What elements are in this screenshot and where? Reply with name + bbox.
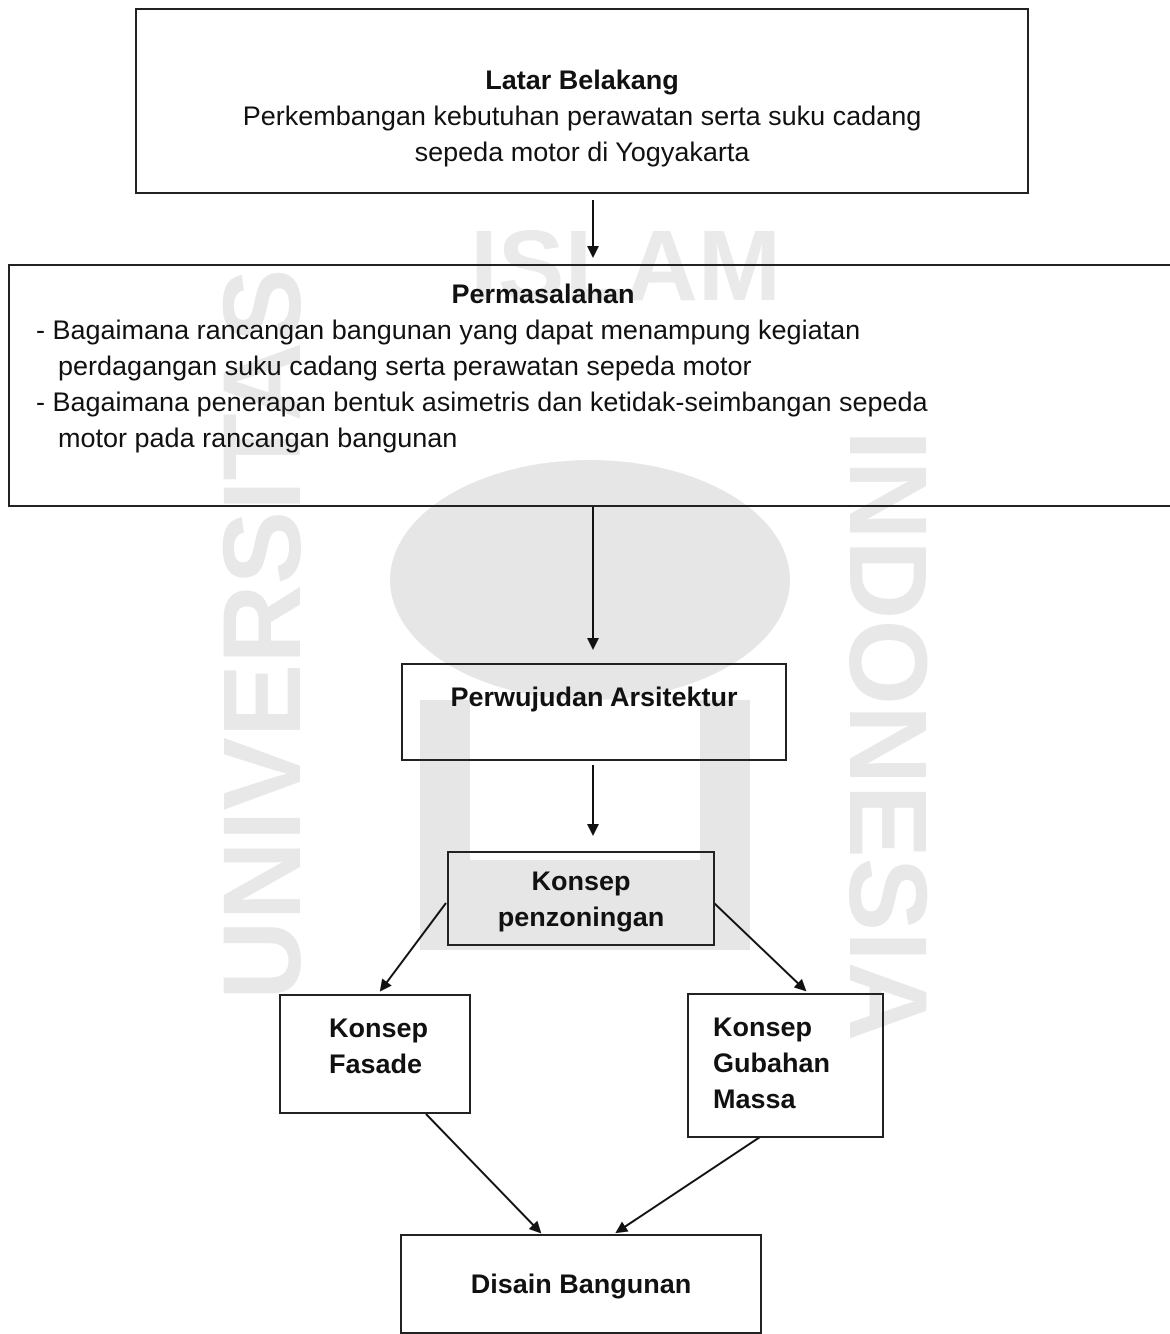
konsep-penzoningan-line2: penzoningan: [497, 902, 665, 932]
konsep-gubahan-line1: Konsep: [713, 1012, 813, 1042]
konsep-gubahan-line3: Massa: [713, 1084, 796, 1114]
konsep-gubahan-massa-box: Konsep Gubahan Massa: [687, 993, 884, 1138]
latar-belakang-text-line1: Perkembangan kebutuhan perawatan serta s…: [242, 101, 922, 131]
permasalahan-box: Permasalahan - Bagaimana rancangan bangu…: [8, 264, 1170, 507]
disain-bangunan-box: Disain Bangunan: [400, 1234, 762, 1334]
perwujudan-arsitektur-title: Perwujudan Arsitektur: [450, 682, 738, 712]
permasalahan-title: Permasalahan: [451, 279, 635, 309]
permasalahan-bullet1-line1: - Bagaimana rancangan bangunan yang dapa…: [36, 315, 861, 345]
arrow-zoning-to-gubahan: [713, 902, 807, 992]
perwujudan-arsitektur-box: Perwujudan Arsitektur: [401, 663, 787, 761]
konsep-fasade-box: Konsep Fasade: [279, 994, 471, 1114]
arrow-gubahan-to-disain: [615, 1136, 761, 1234]
latar-belakang-title: Latar Belakang: [485, 65, 679, 95]
permasalahan-bullet2-line1: - Bagaimana penerapan bentuk asimetris d…: [36, 387, 928, 417]
disain-bangunan-title: Disain Bangunan: [470, 1269, 692, 1299]
latar-belakang-box: Latar Belakang Perkembangan kebutuhan pe…: [135, 8, 1029, 194]
permasalahan-bullet2-line2: motor pada rancangan bangunan: [58, 423, 458, 453]
konsep-penzoningan-box: Konsep penzoningan: [447, 851, 715, 946]
latar-belakang-text-line2: sepeda motor di Yogyakarta: [414, 137, 750, 167]
arrow-zoning-to-fasade: [379, 902, 447, 992]
arrow-fasade-to-disain: [425, 1113, 542, 1234]
konsep-fasade-line1: Konsep: [329, 1013, 429, 1043]
permasalahan-bullet1-line2: perdagangan suku cadang serta perawatan …: [58, 351, 752, 381]
konsep-gubahan-line2: Gubahan: [713, 1048, 831, 1078]
konsep-fasade-line2: Fasade: [329, 1049, 423, 1079]
konsep-penzoningan-line1: Konsep: [531, 866, 631, 896]
